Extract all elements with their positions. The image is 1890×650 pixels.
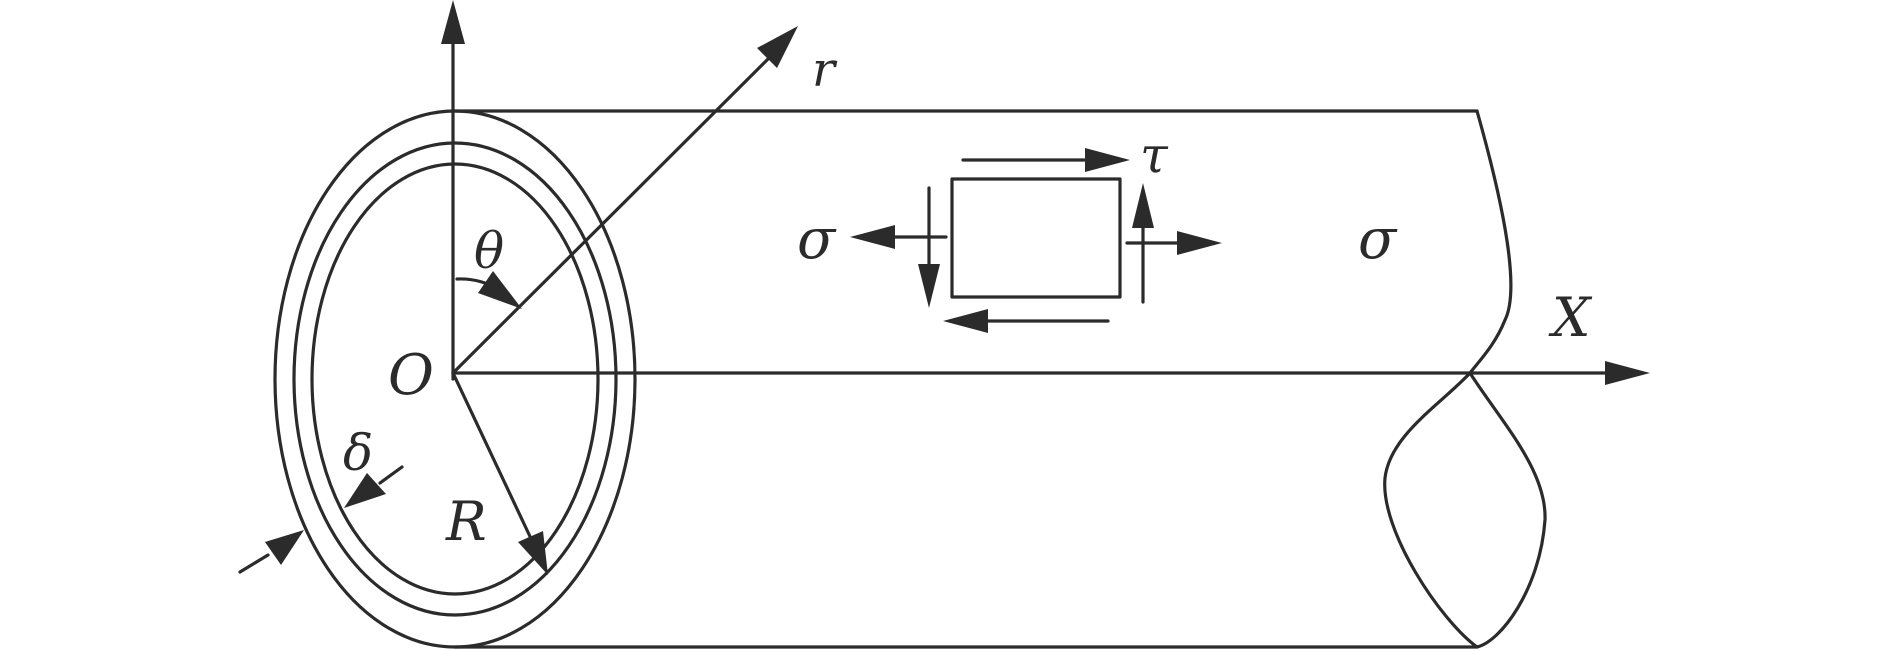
shear-arrow-left-head bbox=[918, 264, 940, 308]
label-theta: θ bbox=[474, 222, 504, 280]
label-radius: R bbox=[445, 490, 487, 553]
delta-inner-arrow-shaft bbox=[378, 465, 404, 485]
stress-element bbox=[950, 177, 1122, 299]
label-sigma-right: σ bbox=[1358, 207, 1398, 272]
shear-arrow-right-head bbox=[1132, 183, 1154, 228]
label-origin: O bbox=[388, 343, 434, 408]
label-tau: τ bbox=[1140, 126, 1169, 184]
radius-line bbox=[451, 371, 536, 547]
middle-wall-ellipse bbox=[292, 141, 618, 617]
radial-axis bbox=[451, 56, 771, 375]
label-sigma-left: σ bbox=[797, 207, 837, 272]
normal-arrow-right-head bbox=[1177, 231, 1222, 255]
delta-outer-arrowhead bbox=[265, 530, 304, 565]
delta-outer-arrow-shaft bbox=[238, 553, 270, 574]
radius-arrowhead bbox=[518, 531, 548, 575]
label-x-axis: X bbox=[1548, 286, 1593, 349]
label-r: r bbox=[812, 42, 838, 98]
shear-arrow-top-head bbox=[1085, 148, 1130, 172]
x-axis-arrowhead bbox=[1605, 361, 1650, 385]
normal-arrow-left-head bbox=[850, 225, 895, 249]
delta-inner-arrowhead bbox=[344, 473, 386, 508]
outer-wall-ellipse bbox=[273, 109, 637, 649]
inner-wall-ellipse bbox=[310, 162, 600, 596]
theta-arc-arrowhead bbox=[478, 271, 522, 309]
cylinder-break-line bbox=[1383, 109, 1547, 649]
vertical-axis-arrowhead bbox=[441, 0, 465, 44]
radial-axis-arrowhead bbox=[757, 26, 798, 68]
shear-arrow-bottom-head bbox=[943, 309, 988, 333]
label-delta: δ bbox=[343, 424, 373, 482]
